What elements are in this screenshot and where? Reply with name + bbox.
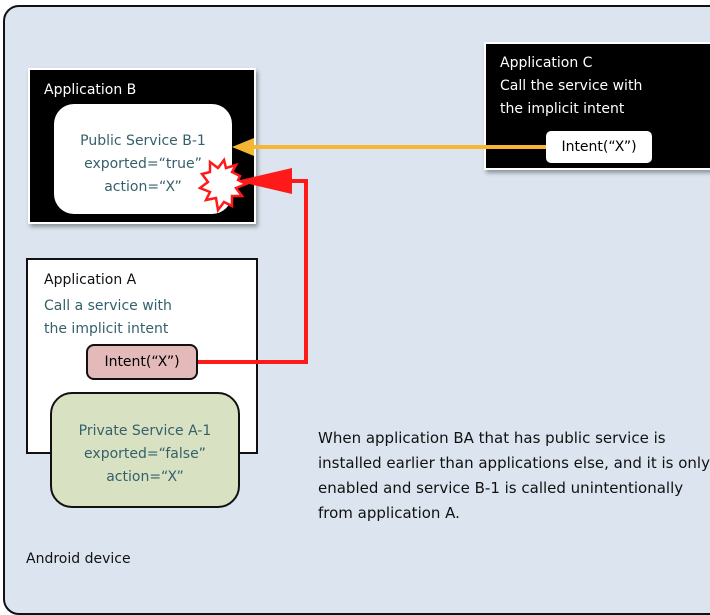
device-label: Android device [26,551,131,567]
connectors-layer [197,138,546,364]
arrow-a-to-b1-line [198,179,308,364]
arrow-c-to-b1-head [232,138,254,156]
service-a1-exported: exported=“false” [84,446,206,462]
private-service-a1: Private Service A-1 exported=“false” act… [50,392,240,508]
service-b1-action: action=“X” [104,179,182,195]
application-c-title: Application C [500,55,593,71]
intent-c-box: Intent(“X”) [546,131,652,163]
service-b1-name: Public Service B-1 [80,133,206,149]
public-service-b1: Public Service B-1 exported=“true” actio… [54,104,232,214]
service-b1-exported: exported=“true” [84,156,202,172]
arrow-a-to-b1-head [236,168,292,194]
application-a-desc-1: Call a service with [44,298,172,314]
intent-a-box: Intent(“X”) [86,344,198,380]
service-a1-name: Private Service A-1 [78,423,212,439]
collision-burst-icon [197,157,250,214]
application-c-desc-1: Call the service with [500,78,643,94]
application-a-title: Application A [44,272,137,288]
explanation-note: When application BA that has public serv… [318,429,710,522]
application-b-title: Application B [44,82,137,98]
application-c-desc-2: the implicit intent [500,101,625,117]
service-a1-action: action=“X” [106,469,184,485]
application-a-desc-2: the implicit intent [44,321,169,337]
